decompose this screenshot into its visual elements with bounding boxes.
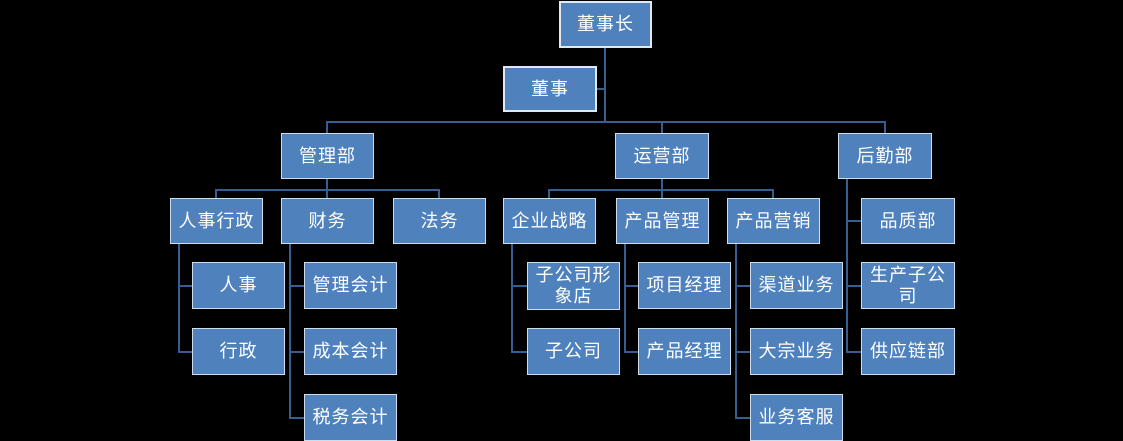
connector-line-vertical bbox=[438, 190, 440, 198]
org-node-project-manager[interactable]: 项目经理 bbox=[638, 262, 731, 309]
connector-line-vertical bbox=[772, 190, 774, 198]
connector-line-vertical bbox=[548, 190, 550, 198]
connector-line-horizontal bbox=[624, 351, 638, 353]
org-node-management-accounting[interactable]: 管理会计 bbox=[304, 262, 397, 309]
org-node-hr-admin[interactable]: 人事行政 bbox=[170, 198, 263, 244]
connector-line-horizontal bbox=[326, 121, 886, 123]
org-node-quality-dept[interactable]: 品质部 bbox=[861, 198, 955, 244]
connector-line-horizontal bbox=[289, 285, 304, 287]
connector-line-horizontal bbox=[289, 417, 304, 419]
org-node-director[interactable]: 董事 bbox=[503, 66, 597, 112]
connector-line-vertical bbox=[511, 244, 513, 353]
org-node-finance[interactable]: 财务 bbox=[281, 198, 374, 244]
connector-line-vertical bbox=[326, 179, 328, 191]
connector-line-vertical bbox=[846, 179, 848, 353]
connector-line-vertical bbox=[624, 244, 626, 353]
connector-line-horizontal bbox=[511, 351, 527, 353]
connector-line-vertical bbox=[661, 179, 663, 191]
org-node-subsidiary[interactable]: 子公司 bbox=[527, 328, 620, 375]
org-node-supply-chain-dept[interactable]: 供应链部 bbox=[861, 328, 955, 375]
org-node-business-customer-service[interactable]: 业务客服 bbox=[750, 394, 843, 441]
org-node-cost-accounting[interactable]: 成本会计 bbox=[304, 328, 397, 375]
org-node-product-management[interactable]: 产品管理 bbox=[616, 198, 709, 244]
connector-line-vertical bbox=[178, 244, 180, 353]
org-node-hr[interactable]: 人事 bbox=[192, 262, 285, 309]
org-node-legal[interactable]: 法务 bbox=[393, 198, 486, 244]
connector-line-horizontal bbox=[846, 285, 861, 287]
org-node-chairman[interactable]: 董事长 bbox=[559, 1, 652, 48]
connector-line-horizontal bbox=[597, 88, 605, 90]
connector-line-horizontal bbox=[624, 285, 638, 287]
org-node-production-subsidiary[interactable]: 生产子公司 bbox=[861, 262, 955, 309]
connector-line-vertical bbox=[604, 48, 606, 123]
org-node-channel-business[interactable]: 渠道业务 bbox=[750, 262, 843, 309]
connector-line-vertical bbox=[326, 122, 328, 133]
connector-line-vertical bbox=[661, 122, 663, 133]
connector-line-horizontal bbox=[846, 220, 861, 222]
org-node-admin[interactable]: 行政 bbox=[192, 328, 285, 375]
org-node-product-manager[interactable]: 产品经理 bbox=[638, 328, 731, 375]
connector-line-horizontal bbox=[178, 351, 192, 353]
org-node-bulk-business[interactable]: 大宗业务 bbox=[750, 328, 843, 375]
org-node-management-dept[interactable]: 管理部 bbox=[281, 133, 374, 179]
connector-line-horizontal bbox=[178, 285, 192, 287]
org-node-corporate-strategy[interactable]: 企业战略 bbox=[503, 198, 596, 244]
connector-line-horizontal bbox=[735, 285, 750, 287]
connector-line-horizontal bbox=[735, 417, 750, 419]
org-node-product-marketing[interactable]: 产品营销 bbox=[727, 198, 820, 244]
connector-line-vertical bbox=[289, 244, 291, 419]
org-node-tax-accounting[interactable]: 税务会计 bbox=[304, 394, 397, 441]
connector-line-horizontal bbox=[846, 351, 861, 353]
org-node-subsidiary-image-store[interactable]: 子公司形象店 bbox=[527, 262, 620, 310]
connector-line-horizontal bbox=[511, 285, 527, 287]
org-node-operations-dept[interactable]: 运营部 bbox=[615, 133, 709, 179]
connector-line-vertical bbox=[661, 190, 663, 198]
connector-line-vertical bbox=[215, 190, 217, 198]
connector-line-horizontal bbox=[735, 351, 750, 353]
connector-line-vertical bbox=[884, 122, 886, 133]
connector-line-horizontal bbox=[289, 351, 304, 353]
connector-line-vertical bbox=[326, 190, 328, 198]
org-node-logistics-dept[interactable]: 后勤部 bbox=[838, 133, 932, 179]
connector-line-vertical bbox=[735, 244, 737, 419]
